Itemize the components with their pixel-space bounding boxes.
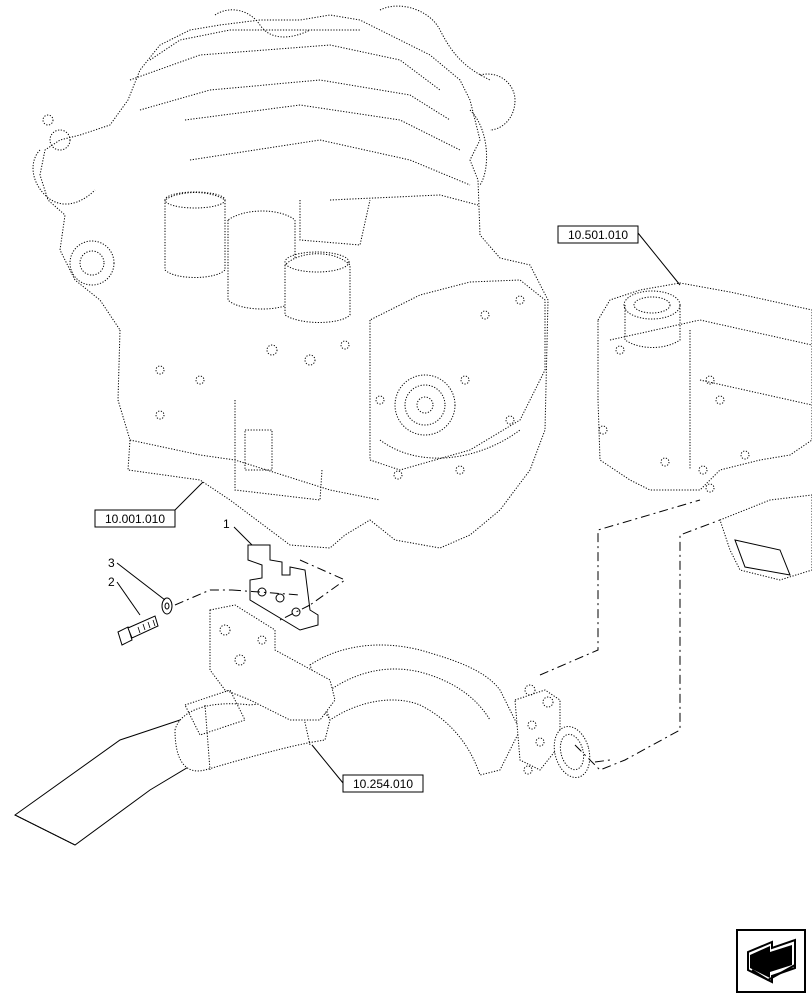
ref-label-engine[interactable]: 10.001.010: [105, 512, 165, 526]
muffler-assembly: [597, 282, 812, 581]
mounting-bracket: [247, 544, 319, 631]
callout-1: 1: [223, 517, 230, 531]
callout-3: 3: [108, 556, 115, 570]
ref-box-muffler[interactable]: 10.501.010: [557, 225, 639, 244]
engine-assembly: [32, 5, 549, 549]
exhaust-pipe: [14, 604, 591, 846]
ref-box-exhaust-pipe[interactable]: 10.254.010: [342, 774, 424, 793]
ref-box-engine[interactable]: 10.001.010: [94, 509, 176, 528]
next-page-arrow-icon[interactable]: [736, 929, 806, 993]
leader-lines: [116, 232, 681, 784]
ref-label-exhaust-pipe[interactable]: 10.254.010: [353, 777, 413, 791]
ref-label-muffler[interactable]: 10.501.010: [568, 228, 628, 242]
alignment-lines: [174, 499, 721, 771]
bolt-and-washer: [117, 597, 173, 646]
callout-2: 2: [108, 575, 115, 589]
